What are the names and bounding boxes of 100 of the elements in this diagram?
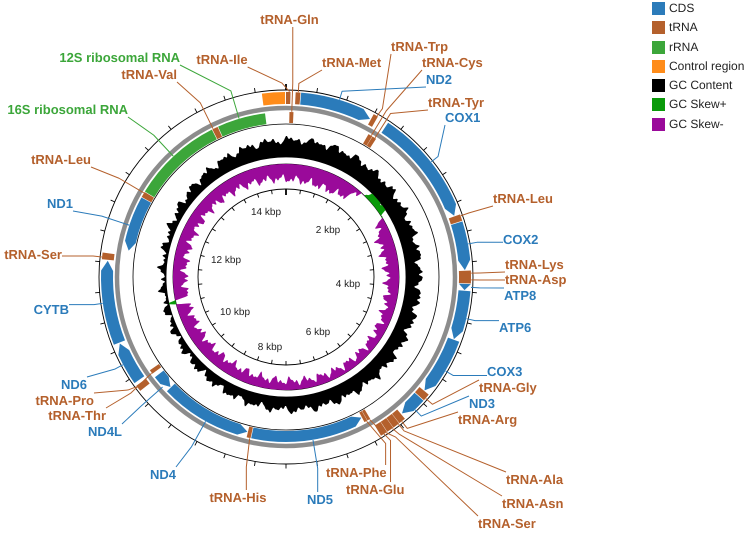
scale-label: 12 kbp bbox=[210, 255, 242, 267]
scale-label: 10 kbp bbox=[220, 307, 250, 319]
leader-line bbox=[392, 428, 502, 496]
leader-line bbox=[430, 124, 446, 162]
leader-line bbox=[445, 370, 488, 376]
leader-line bbox=[176, 420, 206, 468]
leader-line bbox=[374, 110, 428, 138]
leader-line bbox=[72, 210, 130, 226]
gene-label: tRNA-Gln bbox=[260, 12, 319, 27]
trna-band bbox=[374, 422, 388, 436]
leader-line bbox=[398, 424, 506, 472]
legend-label: rRNA bbox=[669, 40, 698, 54]
trna-band bbox=[102, 252, 115, 260]
leader-line bbox=[468, 242, 504, 244]
gene-label: COX1 bbox=[445, 110, 480, 125]
leader-line bbox=[370, 70, 422, 136]
trna-band bbox=[414, 387, 429, 400]
cds-band bbox=[125, 198, 152, 251]
trna-band bbox=[368, 114, 378, 127]
leader-line bbox=[90, 166, 144, 194]
leader-line bbox=[460, 206, 494, 216]
leader-line bbox=[247, 66, 290, 92]
rrna-band bbox=[218, 113, 266, 137]
gene-label: tRNA-Thr bbox=[48, 408, 106, 423]
gene-label: tRNA-Arg bbox=[458, 412, 518, 427]
leader-line bbox=[62, 256, 102, 258]
trna-band bbox=[392, 410, 405, 424]
leader-line bbox=[68, 302, 104, 306]
leader-line bbox=[414, 396, 470, 417]
legend-label: Control region bbox=[669, 60, 744, 73]
gene-label: tRNA-Ser bbox=[4, 247, 62, 262]
leader-line bbox=[470, 286, 504, 288]
cds-band bbox=[402, 392, 424, 414]
gene-label: 12S ribosomal RNA bbox=[59, 50, 180, 65]
gene-label: CYTB bbox=[34, 302, 69, 317]
leader-line bbox=[94, 386, 138, 394]
gene-label: tRNA-Lys bbox=[505, 257, 564, 272]
leader-line bbox=[386, 432, 478, 516]
gene-label: ND1 bbox=[46, 196, 73, 211]
leader-line bbox=[291, 26, 294, 112]
leader-line bbox=[470, 272, 506, 274]
trna-band bbox=[246, 426, 253, 438]
trna-band bbox=[212, 126, 222, 140]
leader-line bbox=[401, 412, 458, 429]
gene-label: tRNA-Asn bbox=[502, 496, 564, 511]
trna-band bbox=[286, 92, 291, 104]
leader-line bbox=[122, 386, 164, 424]
gene-label: tRNA-Ala bbox=[506, 472, 564, 487]
legend-label: CDS bbox=[669, 2, 694, 15]
gene-label: tRNA-Val bbox=[121, 67, 177, 82]
cds-band bbox=[118, 343, 144, 384]
gene-label: ATP8 bbox=[504, 288, 536, 303]
cds-band bbox=[166, 384, 248, 435]
gene-label: ND4L bbox=[88, 424, 122, 439]
leader-line bbox=[312, 440, 318, 492]
gene-label: tRNA-Gly bbox=[479, 380, 537, 395]
leader-line bbox=[176, 82, 214, 130]
gene-label: tRNA-Trp bbox=[391, 39, 448, 54]
gene-label: tRNA-His bbox=[209, 490, 267, 505]
leader-line bbox=[376, 54, 392, 116]
cds-band bbox=[154, 370, 170, 387]
leader-line bbox=[470, 279, 506, 281]
gene-label: COX3 bbox=[487, 364, 522, 379]
scale-label: 4 kbp bbox=[336, 279, 360, 291]
cds-band bbox=[451, 221, 470, 270]
leader-line bbox=[466, 318, 500, 322]
scale-label: 2 kbp bbox=[316, 225, 340, 237]
trna-band bbox=[380, 418, 394, 432]
gene-label: COX2 bbox=[503, 232, 538, 247]
gene-label: ND4 bbox=[150, 467, 176, 482]
leader-line bbox=[180, 64, 240, 119]
gene-label: tRNA-Pro bbox=[36, 393, 94, 408]
gene-label: ATP6 bbox=[499, 320, 532, 335]
gene-label: 16S ribosomal RNA bbox=[7, 102, 128, 117]
gene-label: tRNA-Cys bbox=[422, 55, 483, 70]
gene-label: tRNA-Tyr bbox=[428, 95, 484, 110]
leader-line bbox=[246, 438, 250, 490]
gene-label: tRNA-Leu bbox=[493, 191, 553, 206]
trna-band bbox=[448, 214, 462, 224]
leader-line bbox=[106, 372, 152, 408]
scale-label: 6 kbp bbox=[306, 327, 330, 339]
cds-band bbox=[382, 122, 456, 216]
trna-band bbox=[359, 411, 368, 422]
rrna-band bbox=[144, 130, 217, 198]
leader-line bbox=[298, 70, 322, 93]
legend-label: tRNA bbox=[669, 21, 698, 34]
leader-line bbox=[369, 419, 392, 482]
scale-label: 8 kbp bbox=[258, 342, 282, 354]
trna-band bbox=[142, 192, 154, 202]
trna-band bbox=[363, 134, 372, 146]
gene-label: ND6 bbox=[60, 377, 87, 392]
gene-label: tRNA-Phe bbox=[326, 465, 387, 480]
cds-band bbox=[424, 338, 460, 390]
legend-label: GC Content bbox=[669, 79, 732, 92]
cds-band bbox=[300, 92, 370, 120]
gene-label: tRNA-Ile bbox=[196, 52, 248, 67]
gene-label: ND3 bbox=[469, 396, 496, 411]
legend-label: GC Skew- bbox=[669, 118, 724, 131]
leader-line bbox=[425, 380, 480, 405]
trna-band bbox=[289, 112, 294, 124]
